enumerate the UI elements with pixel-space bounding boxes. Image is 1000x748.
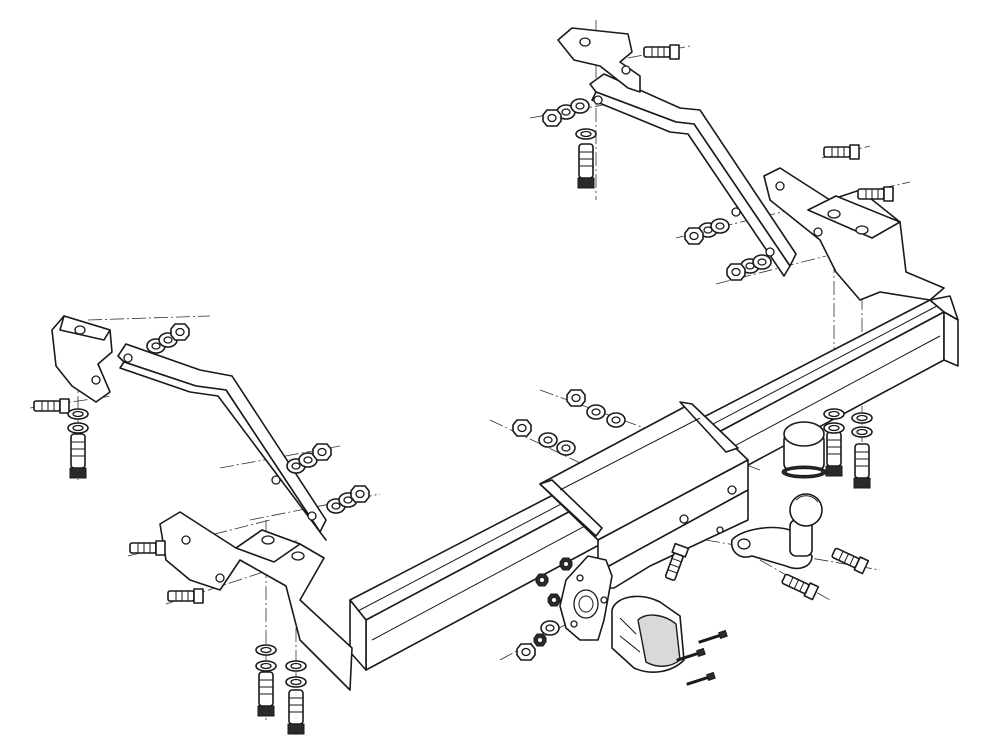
socket-screws xyxy=(674,629,729,689)
right-upper-bracket xyxy=(557,27,641,93)
socket-plate xyxy=(559,555,613,641)
left-mounting-bracket xyxy=(159,511,353,691)
right-side-arm xyxy=(589,73,797,277)
tow-ball-assembly xyxy=(730,493,823,570)
left-side-arm xyxy=(117,343,327,541)
electrical-socket xyxy=(611,595,685,673)
ball-cover xyxy=(781,421,827,479)
right-mounting-bracket xyxy=(763,167,945,301)
center-bracket xyxy=(539,401,749,589)
left-upper-bracket xyxy=(51,315,113,403)
